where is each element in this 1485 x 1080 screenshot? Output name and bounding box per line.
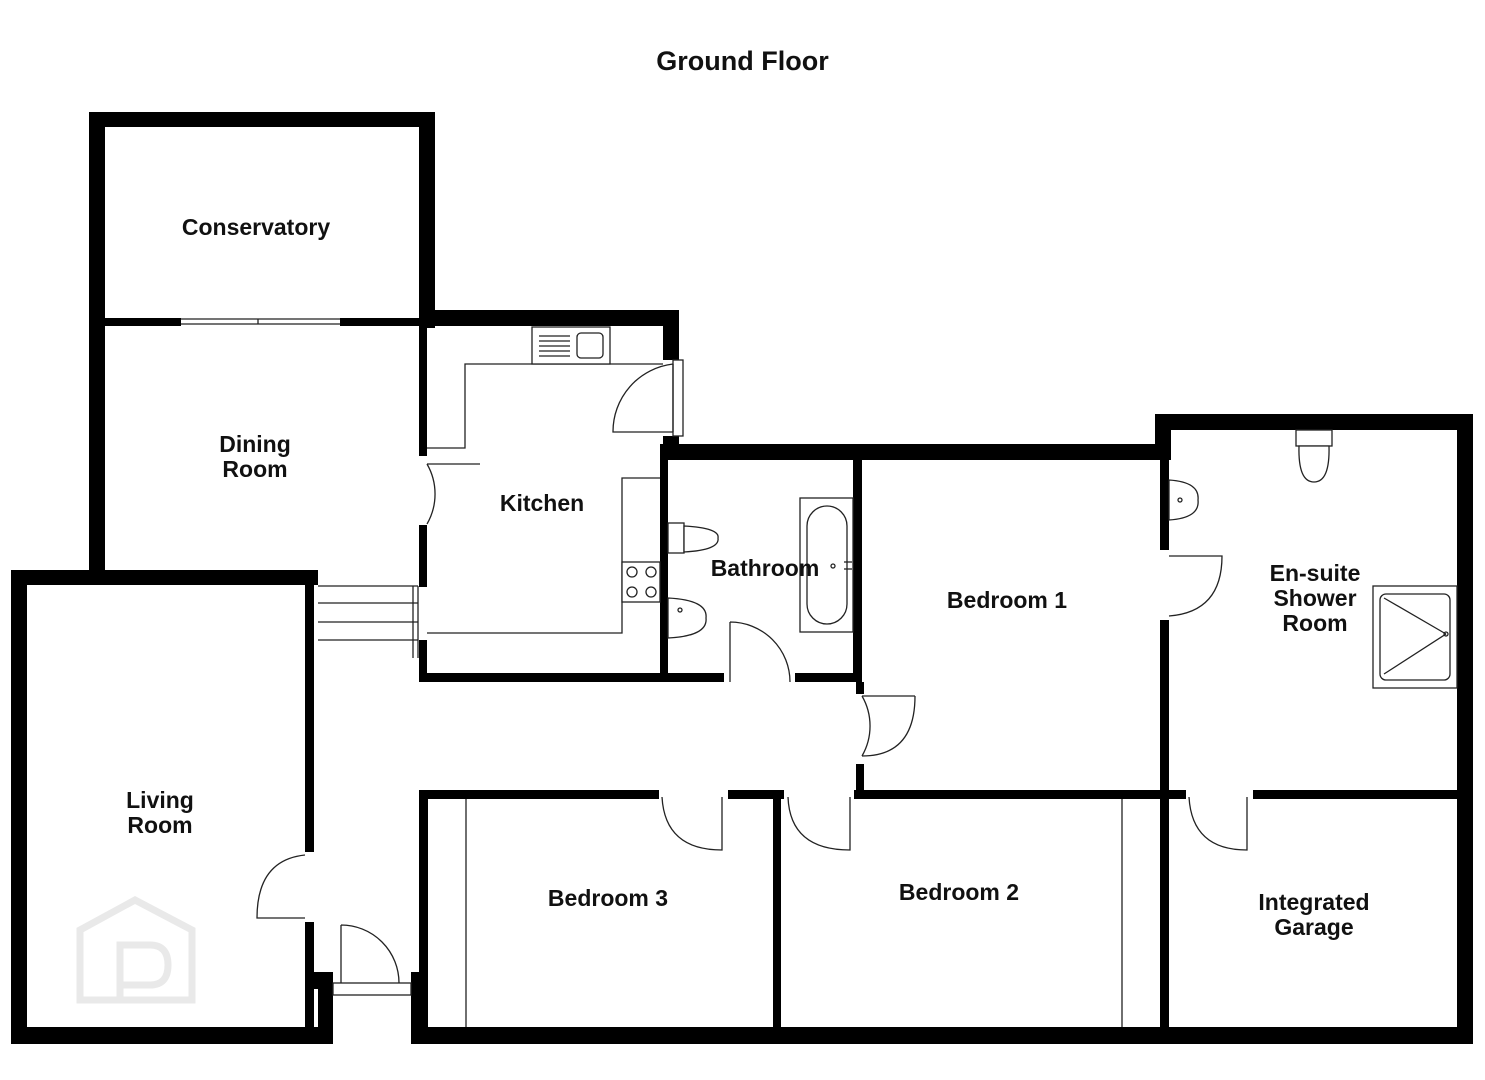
room-label-conservatory: Conservatory	[181, 214, 331, 240]
basin-icon	[667, 597, 707, 639]
basin-icon	[1168, 479, 1199, 521]
walls	[11, 112, 1473, 1044]
bath-icon	[799, 497, 854, 633]
room-label-bedroom-2: Bedroom 2	[898, 879, 1020, 905]
sink-icon	[539, 332, 604, 359]
floor-title: Ground Floor	[656, 46, 829, 76]
room-label-bedroom-1: Bedroom 1	[946, 587, 1068, 613]
steps	[318, 585, 419, 658]
room-label-kitchen: Kitchen	[499, 490, 585, 516]
hob-icon	[621, 561, 661, 603]
room-label-ensuite: En-suite Shower Room	[1269, 560, 1361, 636]
toilet-icon	[1295, 429, 1333, 483]
toilet-icon	[667, 522, 719, 554]
shower-icon	[1372, 585, 1458, 689]
room-label-bedroom-3: Bedroom 3	[547, 885, 669, 911]
room-label-bathroom: Bathroom	[710, 555, 820, 581]
room-label-living-room: Living Room	[126, 787, 194, 838]
house-p-logo-icon	[76, 896, 196, 1004]
fixtures	[181, 318, 1458, 1027]
room-label-garage: Integrated Garage	[1258, 889, 1370, 940]
room-label-dining-room: Dining Room	[219, 431, 291, 482]
